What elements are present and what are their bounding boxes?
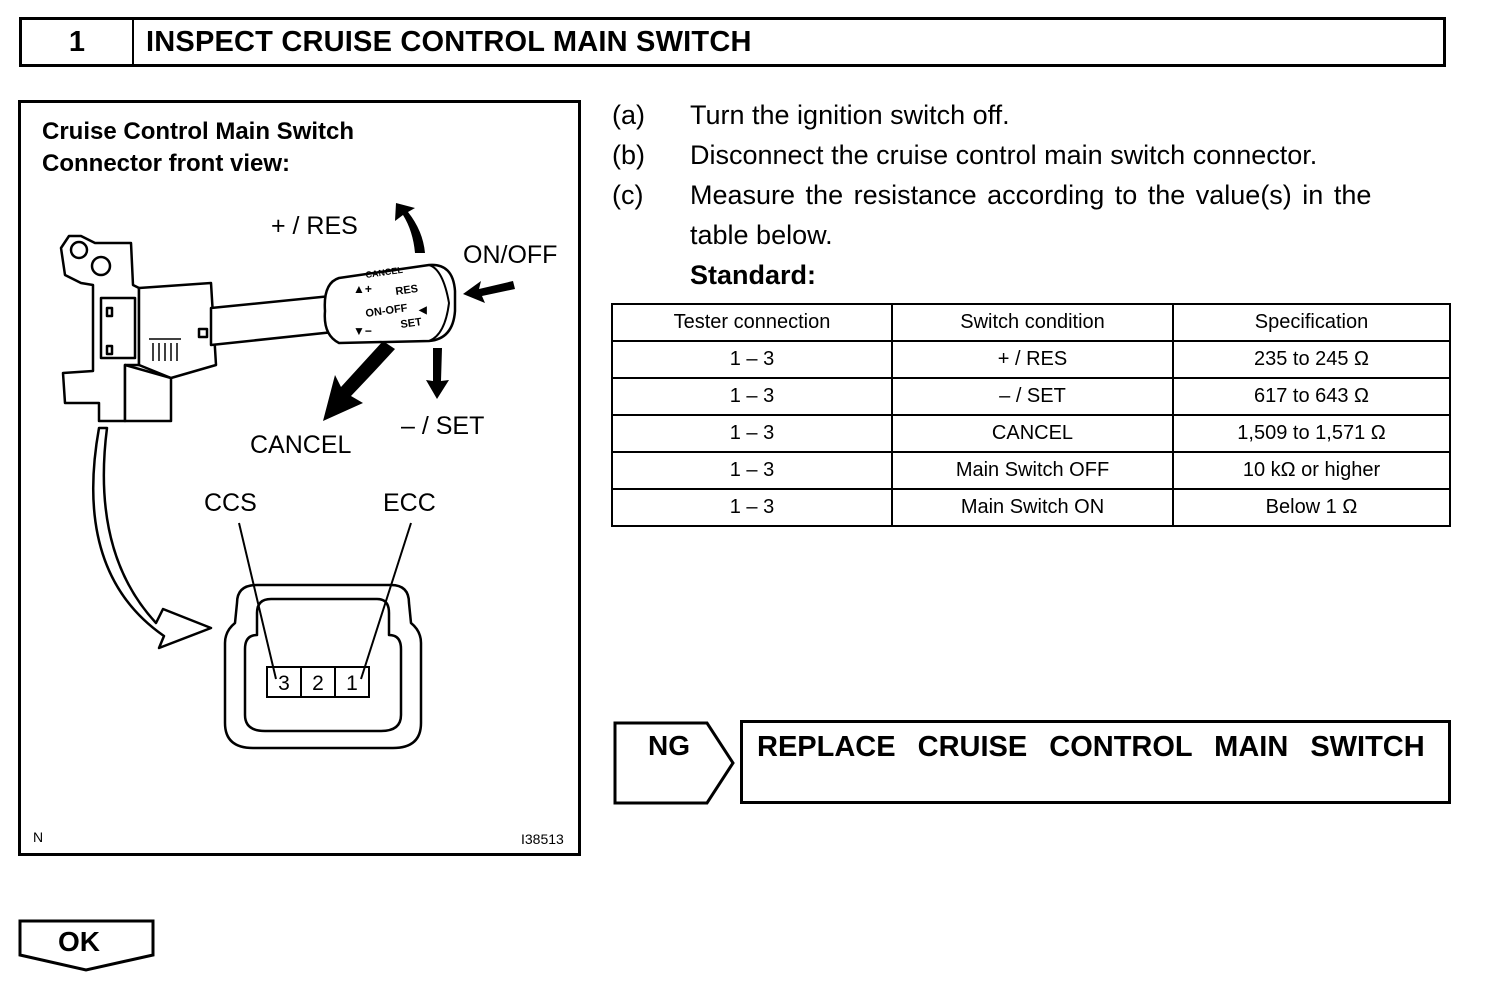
table-header-row: Tester connection Switch condition Speci… — [611, 303, 1451, 342]
table-row: 1 – 3 Main Switch ON Below 1 Ω — [611, 488, 1451, 527]
instructions: (a) Turn the ignition switch off. (b) Di… — [612, 95, 1452, 295]
table-cell: – / SET — [891, 377, 1174, 416]
ok-result-button[interactable]: OK — [18, 919, 158, 973]
table-cell: Below 1 Ω — [1172, 488, 1451, 527]
res-label: + / RES — [271, 212, 358, 240]
svg-text:▼−: ▼− — [353, 324, 372, 338]
table-cell: Main Switch OFF — [891, 451, 1174, 490]
ccs-label: CCS — [204, 489, 257, 517]
knob-set-text: SET — [400, 316, 423, 331]
curved-arrow-icon — [92, 426, 213, 650]
column-header: Tester connection — [611, 303, 893, 342]
figure-caption-line2: Connector front view: — [42, 150, 291, 177]
ecc-label: ECC — [383, 489, 436, 517]
specification-table: Tester connection Switch condition Speci… — [611, 303, 1451, 527]
onoff-arrow-icon — [463, 281, 515, 303]
figure-caption: Cruise Control Main Switch Connector fro… — [42, 116, 354, 180]
ng-label: NG — [648, 730, 690, 761]
set-arrow-icon — [426, 348, 449, 399]
ccs-leader-line — [238, 522, 277, 680]
instruction-a-text: Turn the ignition switch off. — [690, 100, 1010, 130]
instruction-b-letter: (b) — [612, 140, 645, 170]
cancel-arrow-icon — [323, 341, 395, 421]
table-cell: 1,509 to 1,571 Ω — [1172, 414, 1451, 453]
table-cell: Main Switch ON — [891, 488, 1174, 527]
set-label: – / SET — [401, 412, 485, 440]
table-cell: 617 to 643 Ω — [1172, 377, 1451, 416]
instruction-c-continued-text: table below. — [690, 220, 833, 250]
figure-corner-label: N — [33, 829, 44, 845]
figure-id: I38513 — [521, 831, 564, 847]
ok-label: OK — [58, 926, 100, 957]
ok-arrow-shape — [18, 919, 155, 972]
ng-result-button[interactable]: NG — [612, 720, 737, 806]
pin-1-label: 1 — [346, 672, 358, 695]
table-cell: 1 – 3 — [611, 488, 893, 527]
replace-action-box: REPLACE CRUISE CONTROL MAIN SWITCH — [740, 720, 1451, 804]
step-title: INSPECT CRUISE CONTROL MAIN SWITCH — [146, 25, 752, 58]
figure-caption-line1: Cruise Control Main Switch — [42, 118, 355, 145]
table-cell: + / RES — [891, 340, 1174, 379]
instruction-c-text: Measure the resistance according to the … — [690, 180, 1372, 210]
instruction-a-letter: (a) — [612, 100, 645, 130]
knob-res-text: RES — [395, 283, 419, 298]
table-cell: 235 to 245 Ω — [1172, 340, 1451, 379]
column-header: Switch condition — [891, 303, 1174, 342]
on-off-label: ON/OFF — [463, 241, 558, 269]
table-cell: 10 kΩ or higher — [1172, 451, 1451, 490]
step-header: 1 INSPECT CRUISE CONTROL MAIN SWITCH — [19, 17, 1446, 67]
column-header: Specification — [1172, 303, 1451, 342]
table-cell: CANCEL — [891, 414, 1174, 453]
ng-arrow-shape — [613, 721, 735, 805]
knob-markings: CANCEL RES ON-OFF SET ▲+ ▼− ◀ — [353, 265, 427, 338]
table-row: 1 – 3 Main Switch OFF 10 kΩ or higher — [611, 451, 1451, 490]
knob-onoff-text: ON-OFF — [365, 302, 409, 320]
switch-body — [59, 234, 457, 423]
res-arrow-icon — [395, 203, 425, 253]
step-number: 1 — [22, 20, 134, 64]
svg-text:▲+: ▲+ — [353, 282, 372, 296]
instruction-b-text: Disconnect the cruise control main switc… — [690, 140, 1318, 170]
standard-label: Standard: — [690, 260, 817, 290]
table-cell: 1 – 3 — [611, 340, 893, 379]
ecc-leader-line — [360, 522, 412, 680]
pin-2-label: 2 — [312, 672, 324, 695]
table-cell: 1 – 3 — [611, 414, 893, 453]
table-row: 1 – 3 – / SET 617 to 643 Ω — [611, 377, 1451, 416]
instruction-c-letter: (c) — [612, 180, 644, 210]
svg-text:◀: ◀ — [418, 305, 427, 316]
cancel-label: CANCEL — [250, 431, 352, 459]
switch-illustration: CANCEL RES ON-OFF SET ▲+ ▼− ◀ 3 2 — [59, 203, 515, 750]
pin-3-label: 3 — [278, 672, 290, 695]
table-cell: 1 – 3 — [611, 377, 893, 416]
figure-panel: Cruise Control Main Switch Connector fro… — [18, 100, 581, 856]
table-cell: 1 – 3 — [611, 451, 893, 490]
table-row: 1 – 3 + / RES 235 to 245 Ω — [611, 340, 1451, 379]
table-row: 1 – 3 CANCEL 1,509 to 1,571 Ω — [611, 414, 1451, 453]
